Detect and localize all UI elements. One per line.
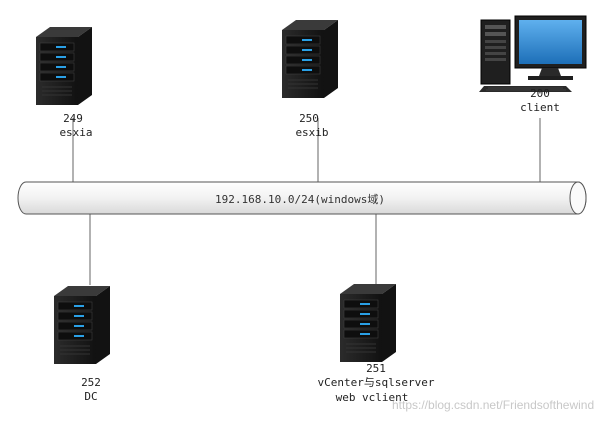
server-esxib-icon <box>281 19 339 99</box>
node-esxib-name: esxib <box>295 126 329 139</box>
node-dc-name: DC <box>84 390 98 403</box>
watermark: https://blog.csdn.net/Friendsofthewind <box>392 398 595 412</box>
node-vcenter-extra: web vclient <box>335 391 409 404</box>
node-vcenter-ip: 251 <box>366 362 386 375</box>
server-esxia-icon <box>35 26 93 106</box>
node-vcenter-name: vCenter与sqlserver <box>317 376 435 389</box>
server-vcenter-icon <box>339 283 397 363</box>
node-client-ip: 200 <box>530 87 550 100</box>
node-esxib-ip: 250 <box>299 112 319 125</box>
node-esxia-ip: 249 <box>63 112 83 125</box>
network-label: 192.168.10.0/24(windows域) <box>215 193 385 206</box>
server-dc-icon <box>53 285 111 365</box>
node-esxia-name: esxia <box>59 126 93 139</box>
node-dc-ip: 252 <box>81 376 101 389</box>
node-client-name: client <box>520 101 560 114</box>
network-pipe <box>17 181 587 215</box>
desktop-client-icon <box>479 15 587 92</box>
